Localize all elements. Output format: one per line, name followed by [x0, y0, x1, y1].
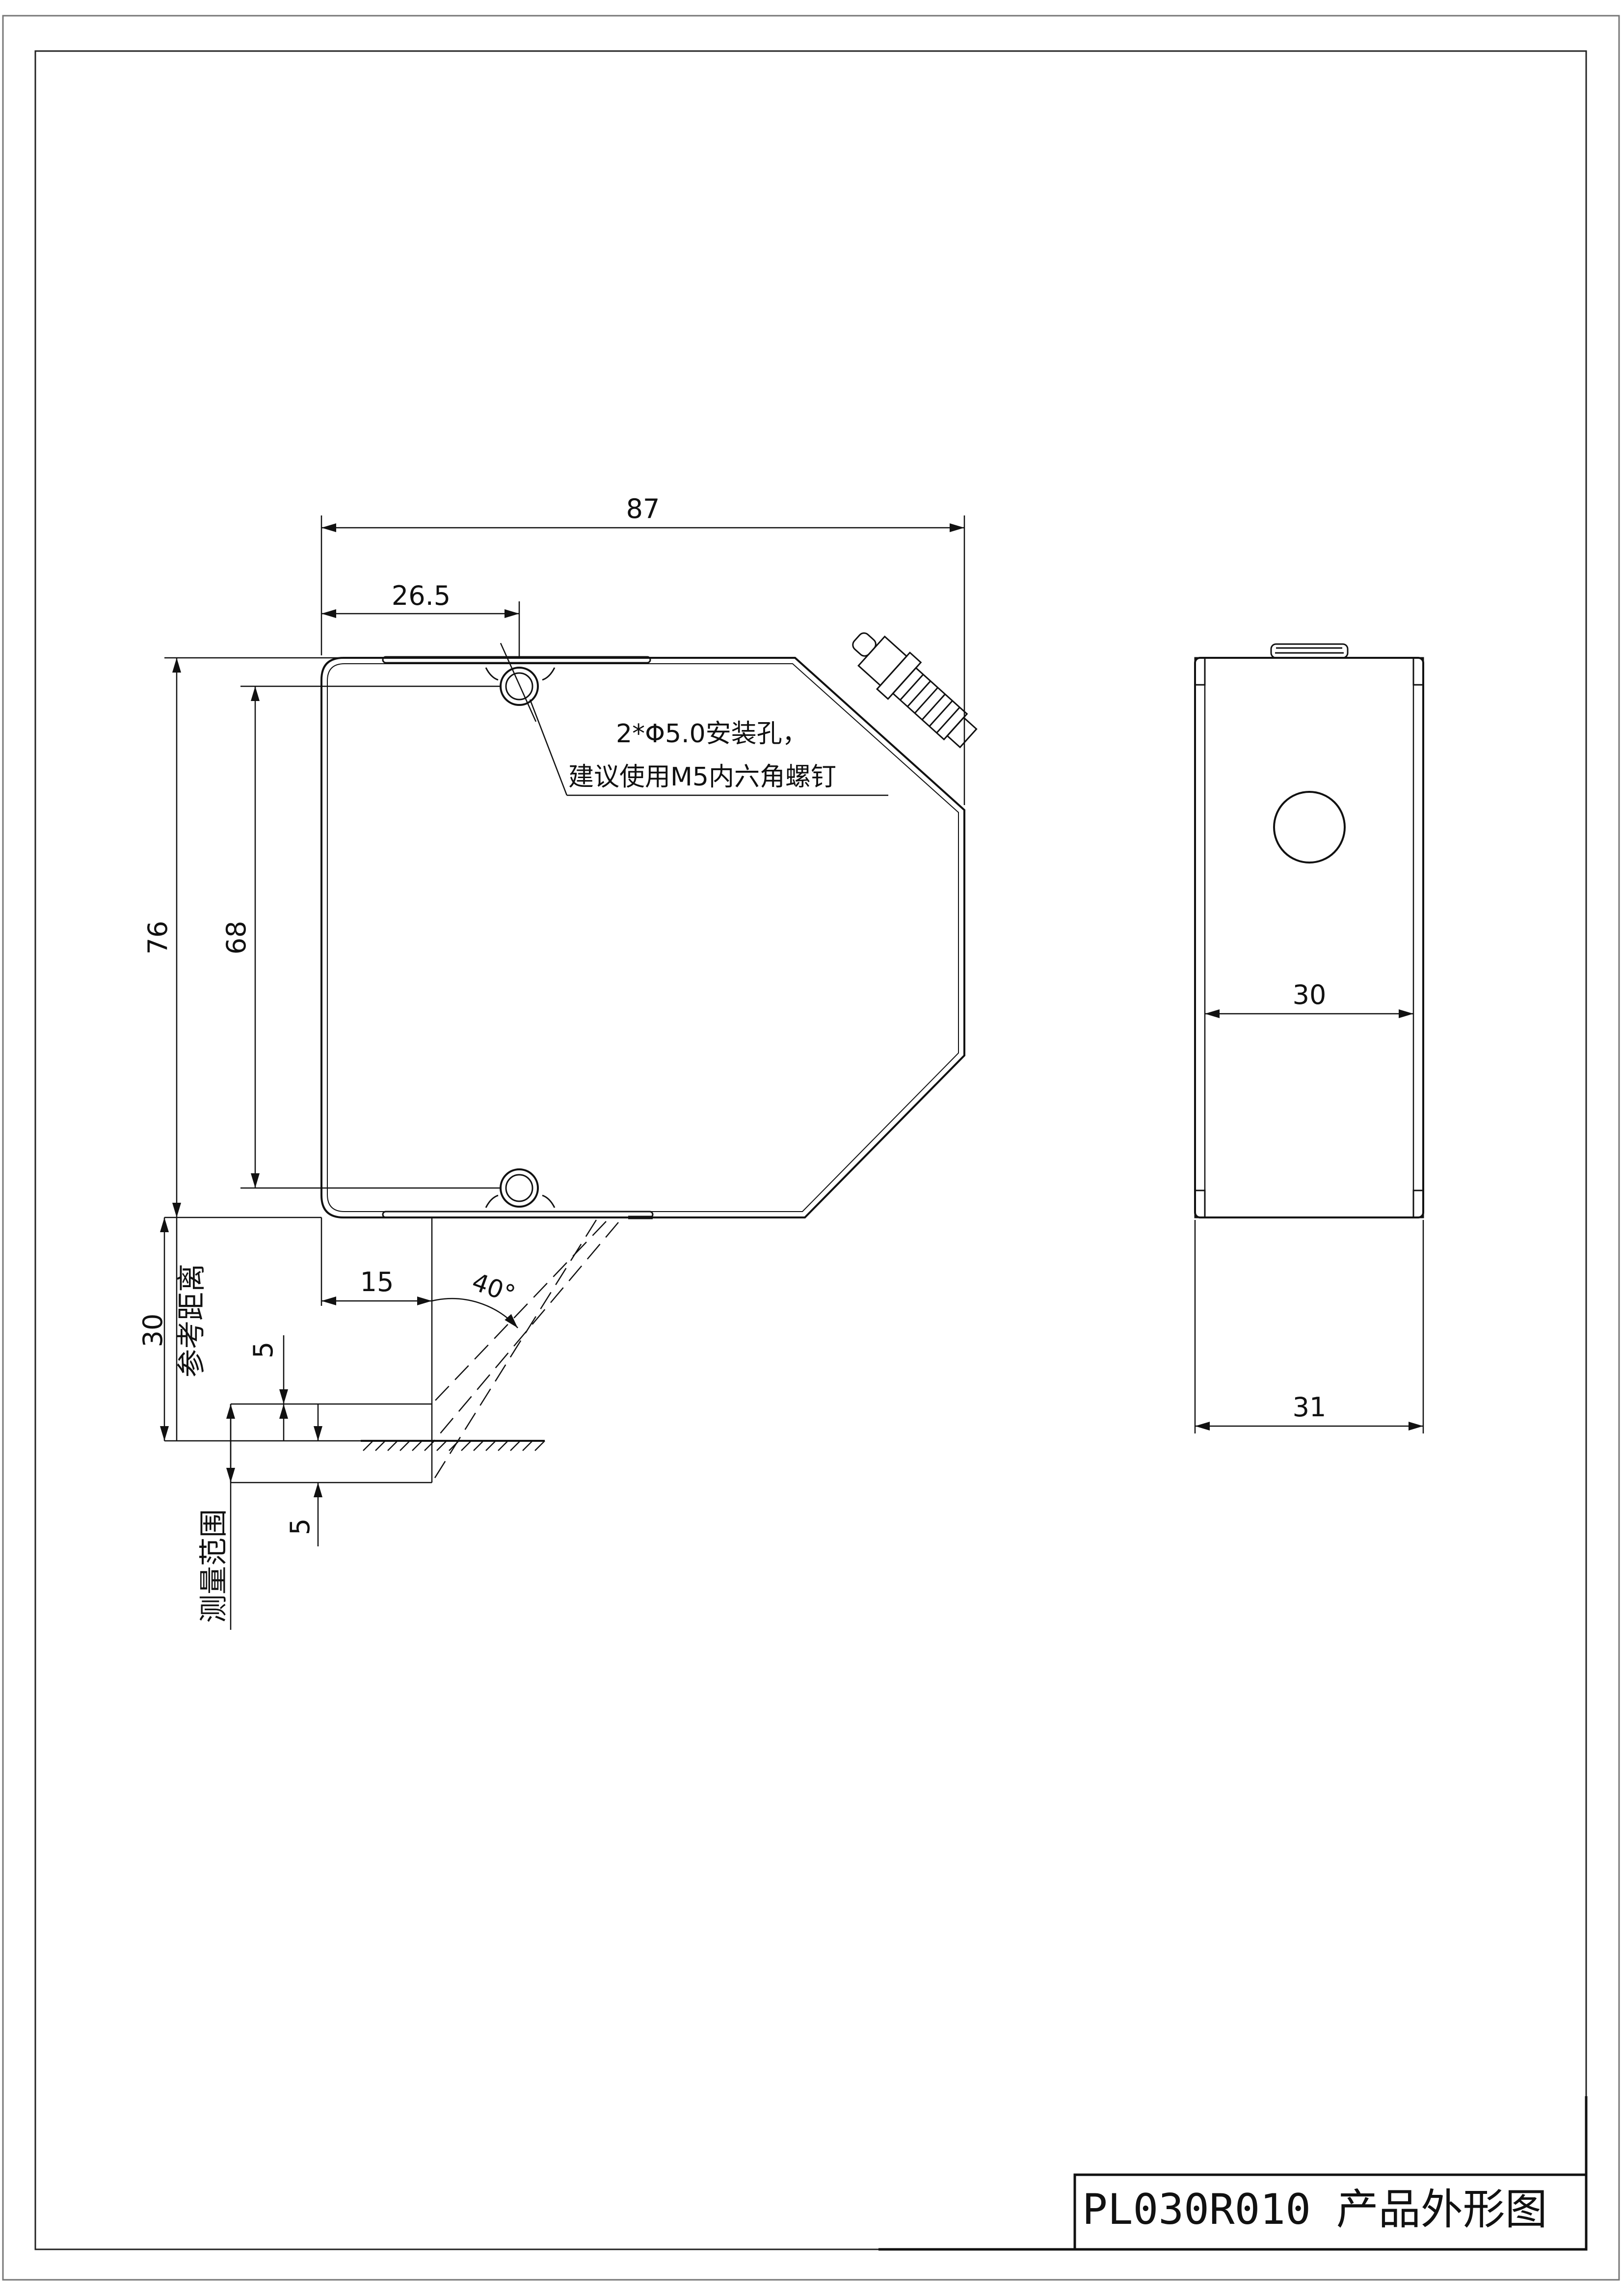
side-bottom-tab-right [1412, 1189, 1424, 1218]
beam-geometry [320, 1217, 619, 1483]
side-top-tab-right [1412, 657, 1424, 686]
hole-note-line1: 2*Φ5.0安装孔， [616, 719, 808, 749]
inner-drawing-frame [34, 50, 1587, 2250]
ground-hatch [363, 1440, 545, 1451]
dim-inner-width-label: 30 [1293, 979, 1327, 1010]
side-top-tab-left [1194, 657, 1206, 686]
dim-range-lower-label: 5 [285, 1518, 316, 1535]
reference-distance-label: 参考距离 [175, 1264, 208, 1378]
dim-outer-width-label: 31 [1293, 1392, 1327, 1423]
dim-overall-height-label: 76 [142, 921, 173, 955]
dim-hole-offset-label: 26.5 [392, 580, 451, 611]
mounting-hole-bottom-ring [505, 1174, 533, 1202]
mounting-hole-top-boss [485, 667, 556, 681]
side-connector [1270, 643, 1349, 659]
dim-beam-angle-label: 40° [468, 1268, 519, 1309]
side-housing [1194, 657, 1424, 1218]
dimension-overall-height [164, 657, 344, 1218]
mounting-hole-top-ring [505, 672, 533, 701]
dim-range-upper-label: 5 [248, 1342, 279, 1358]
title-block: PL030R010 产品外形图 [878, 2173, 1588, 2251]
side-view [1194, 643, 1424, 1218]
dimension-measuring-range [226, 1335, 432, 1630]
dimension-hole-offset [321, 601, 537, 722]
top-lip-slot [382, 656, 651, 664]
dimension-reference-distance [160, 1217, 361, 1442]
mounting-hole-bottom-boss [485, 1194, 556, 1208]
dim-beam-offset-label: 15 [360, 1267, 394, 1297]
side-bottom-tab-left [1194, 1189, 1206, 1218]
hole-note-leader [529, 699, 888, 796]
hole-note-line2: 建议使用M5内六角螺钉 [568, 762, 836, 792]
dim-hole-spacing-label: 68 [221, 921, 252, 955]
front-view [320, 632, 978, 1219]
bottom-lip-slot [382, 1211, 654, 1218]
connector [852, 632, 978, 749]
measuring-range-label: 测量范围 [197, 1509, 230, 1623]
side-lens-window [1273, 791, 1346, 864]
dimension-outer-width [1194, 1220, 1424, 1433]
dimension-overall-width [320, 515, 965, 805]
drawing-title: PL030R010 产品外形图 [1082, 2185, 1547, 2234]
housing-outline [320, 657, 965, 1218]
outer-sheet-border [2, 15, 1620, 2281]
dimension-hole-spacing [240, 685, 501, 1189]
dim-reference-distance-label: 30 [137, 1314, 168, 1348]
dim-overall-width-label: 87 [626, 493, 660, 524]
